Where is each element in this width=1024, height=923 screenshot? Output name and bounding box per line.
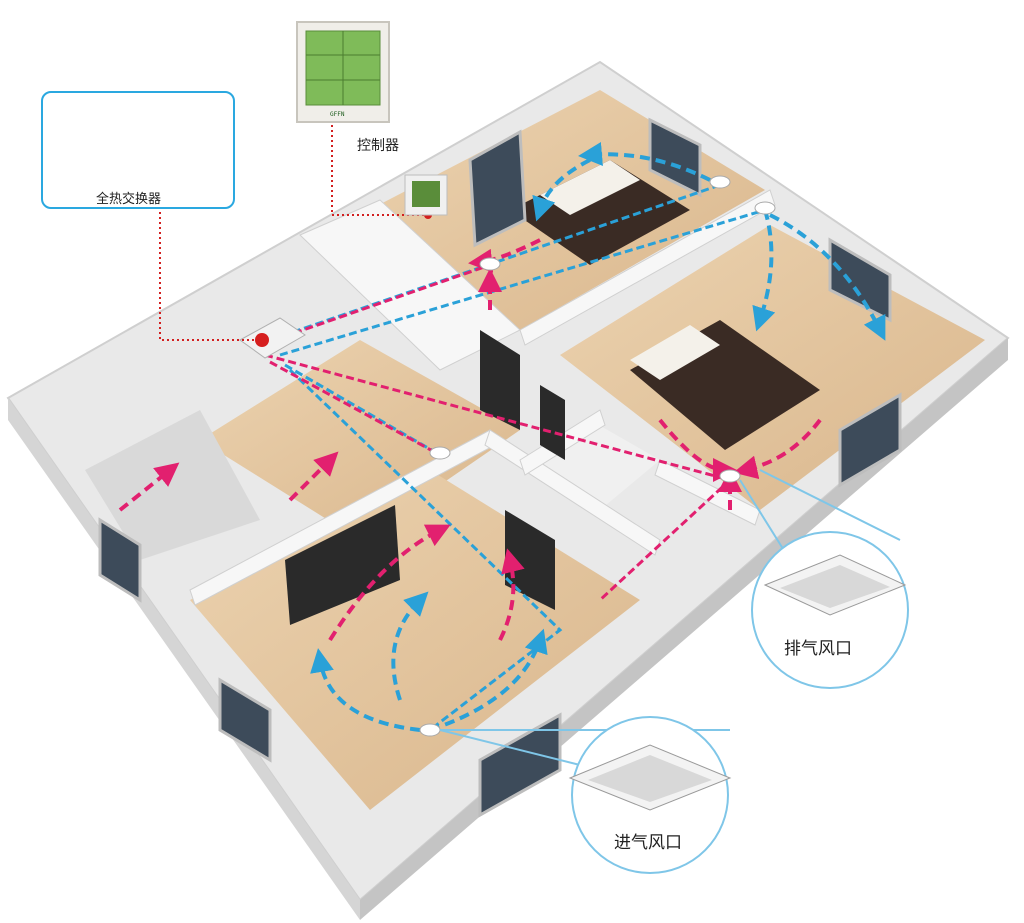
heat-exchanger-label: 全热交换器 bbox=[96, 192, 162, 207]
wall-controller bbox=[404, 174, 448, 216]
intake-vent-callout bbox=[439, 716, 732, 874]
controller-brand-text: GFFN bbox=[330, 111, 345, 118]
interior-walls bbox=[189, 189, 776, 606]
controller-device bbox=[296, 21, 390, 123]
doors bbox=[285, 330, 565, 625]
bed-master bbox=[510, 160, 690, 265]
supply-airflow bbox=[310, 142, 886, 732]
exhaust-vent-label: 排气风口 bbox=[784, 639, 852, 659]
bed-right bbox=[630, 320, 820, 450]
leader-lines bbox=[159, 125, 428, 341]
heat-exchanger-unit bbox=[239, 317, 306, 359]
exhaust-airflow bbox=[118, 238, 822, 642]
windows bbox=[98, 117, 902, 818]
ceiling-vents bbox=[419, 175, 776, 737]
intake-vent-label: 进气风口 bbox=[614, 833, 682, 853]
heat-exchanger-callout-box bbox=[41, 91, 235, 209]
controller-label: 控制器 bbox=[357, 138, 399, 154]
exhaust-vent-callout bbox=[739, 469, 909, 689]
